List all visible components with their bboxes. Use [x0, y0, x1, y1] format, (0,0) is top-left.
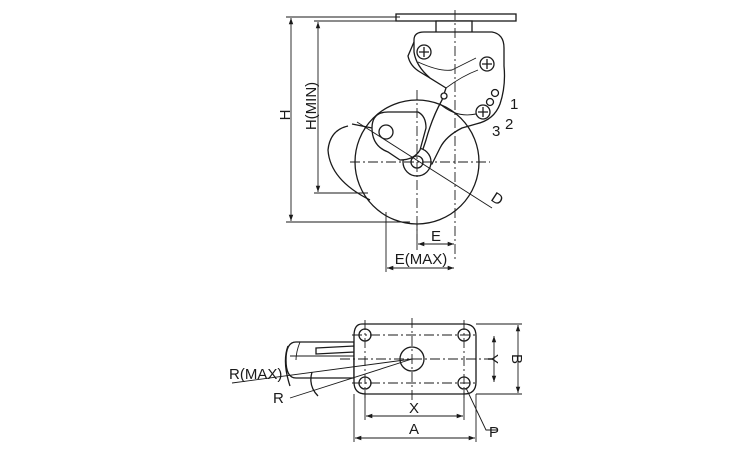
fork-inner-line — [439, 69, 479, 116]
swivel-head — [435, 20, 473, 34]
label-x: X — [409, 400, 419, 417]
swivel-swing-arc — [327, 125, 371, 201]
label-h: H — [277, 110, 294, 121]
fork-edge-line — [417, 57, 477, 71]
top-mounting-plate — [395, 13, 517, 22]
r-max-arc — [284, 345, 291, 387]
brake-position-hole-2 — [485, 97, 495, 107]
label-e-max: E(MAX) — [395, 251, 448, 268]
label-r: R — [273, 390, 284, 407]
label-p: P — [489, 424, 499, 441]
label-position-2: 2 — [505, 116, 513, 133]
side-view: D H H(MIN) E E(MAX) 1 2 3 — [277, 10, 518, 272]
label-e: E — [431, 228, 441, 245]
brake-arm-pivot — [378, 124, 394, 140]
label-b: B — [508, 354, 525, 364]
fork-screw-right-icon — [479, 56, 495, 72]
label-h-min: H(MIN) — [303, 82, 320, 130]
d-leader-line — [356, 121, 493, 209]
label-position-3: 3 — [492, 123, 500, 140]
top-wheel-inner-line — [290, 341, 354, 361]
swivel-swing-arc-end — [351, 123, 373, 129]
fork-screw-upper-icon — [416, 44, 432, 60]
brake-position-hole-1 — [490, 88, 500, 98]
label-a: A — [409, 421, 419, 438]
label-r-max: R(MAX) — [229, 366, 282, 383]
r-arc — [310, 371, 319, 397]
r-leader-line — [289, 358, 413, 399]
label-d: D — [488, 189, 506, 209]
r-max-leader-line — [231, 358, 413, 384]
label-y: Y — [484, 354, 501, 364]
p-leader-line — [465, 387, 498, 431]
brake-arm — [371, 111, 427, 161]
top-brake-tab — [315, 345, 355, 355]
label-position-1: 1 — [510, 96, 518, 113]
fork-screw-lower-icon — [475, 104, 491, 120]
brake-position-hole-3 — [440, 92, 448, 100]
top-view: R(MAX) R Y B X A P — [229, 318, 525, 442]
